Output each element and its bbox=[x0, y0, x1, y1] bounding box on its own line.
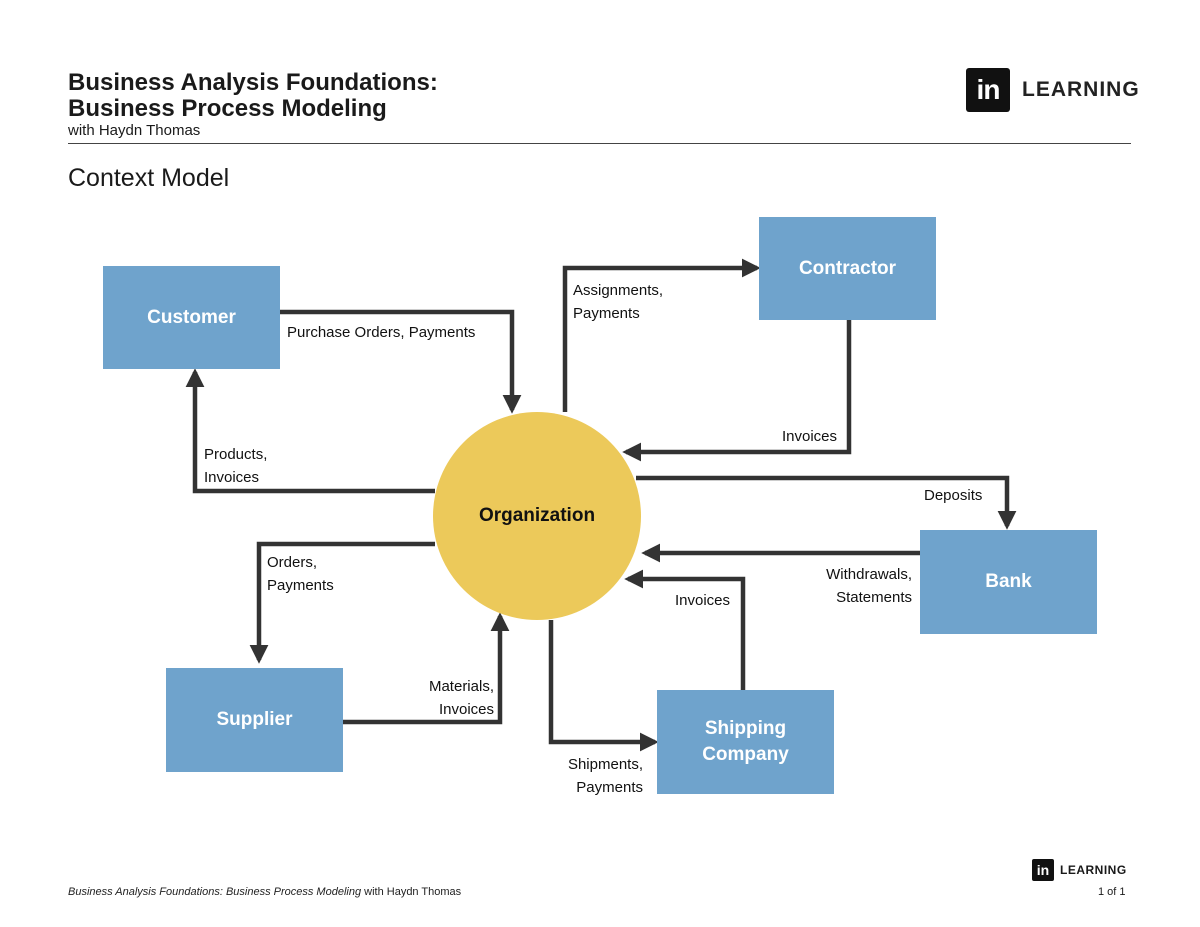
footer-author: with Haydn Thomas bbox=[361, 886, 462, 898]
logo-text: LEARNING bbox=[1022, 78, 1140, 101]
shipping-line-1: Shipping bbox=[704, 718, 787, 739]
label-line: Products, bbox=[204, 446, 268, 463]
label-line: Payments bbox=[573, 305, 640, 322]
arrow-shipping-to-organization bbox=[624, 569, 746, 690]
linkedin-icon: in bbox=[1032, 859, 1054, 881]
arrow-organization-to-contractor bbox=[562, 258, 761, 412]
arrow-organization-to-bank bbox=[636, 475, 1017, 530]
node-contractor: Contractor bbox=[759, 217, 936, 320]
footer-course-name: Business Analysis Foundations: Business … bbox=[68, 886, 362, 898]
arrow-customer-to-organization bbox=[280, 309, 522, 414]
label-withdrawals-statements: Withdrawals, Statements bbox=[812, 563, 912, 609]
label-line: Payments bbox=[576, 779, 643, 796]
label-contractor-invoices: Invoices bbox=[782, 428, 838, 445]
label-line: Invoices bbox=[204, 469, 260, 486]
label-deposits: Deposits bbox=[924, 487, 983, 504]
label-line: Withdrawals, bbox=[826, 566, 912, 583]
footer-logo-text: LEARNING bbox=[1060, 863, 1127, 877]
linkedin-icon: in bbox=[966, 68, 1010, 112]
header-divider bbox=[68, 143, 1131, 144]
arrow-organization-to-supplier bbox=[249, 541, 435, 664]
node-shipping-company: Shipping Company bbox=[657, 690, 834, 794]
footer-course-title: Business Analysis Foundations: Business … bbox=[68, 886, 461, 898]
node-supplier: Supplier bbox=[166, 668, 343, 772]
arrow-organization-to-shipping bbox=[548, 620, 659, 752]
label-line: Assignments, bbox=[573, 282, 664, 299]
label-products-invoices: Products, Invoices bbox=[204, 443, 267, 489]
title-line-1: Business Analysis Foundations: bbox=[68, 69, 438, 96]
label-line: Statements bbox=[836, 589, 912, 606]
label-line: Orders, bbox=[267, 554, 318, 571]
title-line-2: Business Process Modeling bbox=[68, 95, 387, 122]
document-subtitle: with Haydn Thomas bbox=[68, 122, 201, 139]
label-assignments: Assignments, Payments bbox=[573, 279, 663, 325]
label-line: Payments bbox=[267, 577, 334, 594]
label-materials-invoices: Materials, Invoices bbox=[404, 675, 494, 721]
label-line: Shipments, bbox=[567, 756, 643, 773]
label-line: Invoices bbox=[438, 701, 494, 718]
label-shipments-payments: Shipments, Payments bbox=[545, 753, 643, 799]
linkedin-learning-logo: in LEARNING bbox=[966, 68, 1140, 112]
footer-logo: in LEARNING bbox=[1032, 859, 1127, 881]
document-title: Business Analysis Foundations: Business … bbox=[68, 70, 438, 122]
node-bank: Bank bbox=[920, 530, 1097, 634]
label-line: Materials, bbox=[428, 678, 494, 695]
label-orders-payments: Orders, Payments bbox=[267, 551, 334, 597]
arrow-organization-to-customer bbox=[185, 368, 435, 494]
arrow-contractor-to-organization bbox=[622, 320, 852, 462]
node-customer: Customer bbox=[103, 266, 280, 369]
page-number: 1 of 1 bbox=[1098, 886, 1126, 898]
label-purchase-orders: Purchase Orders, Payments bbox=[287, 324, 476, 341]
shipping-line-2: Company bbox=[702, 744, 789, 765]
section-title: Context Model bbox=[68, 164, 230, 192]
arrow-supplier-to-organization bbox=[343, 612, 510, 725]
label-shipping-invoices: Invoices bbox=[675, 592, 731, 609]
node-organization: Organization bbox=[433, 412, 641, 620]
